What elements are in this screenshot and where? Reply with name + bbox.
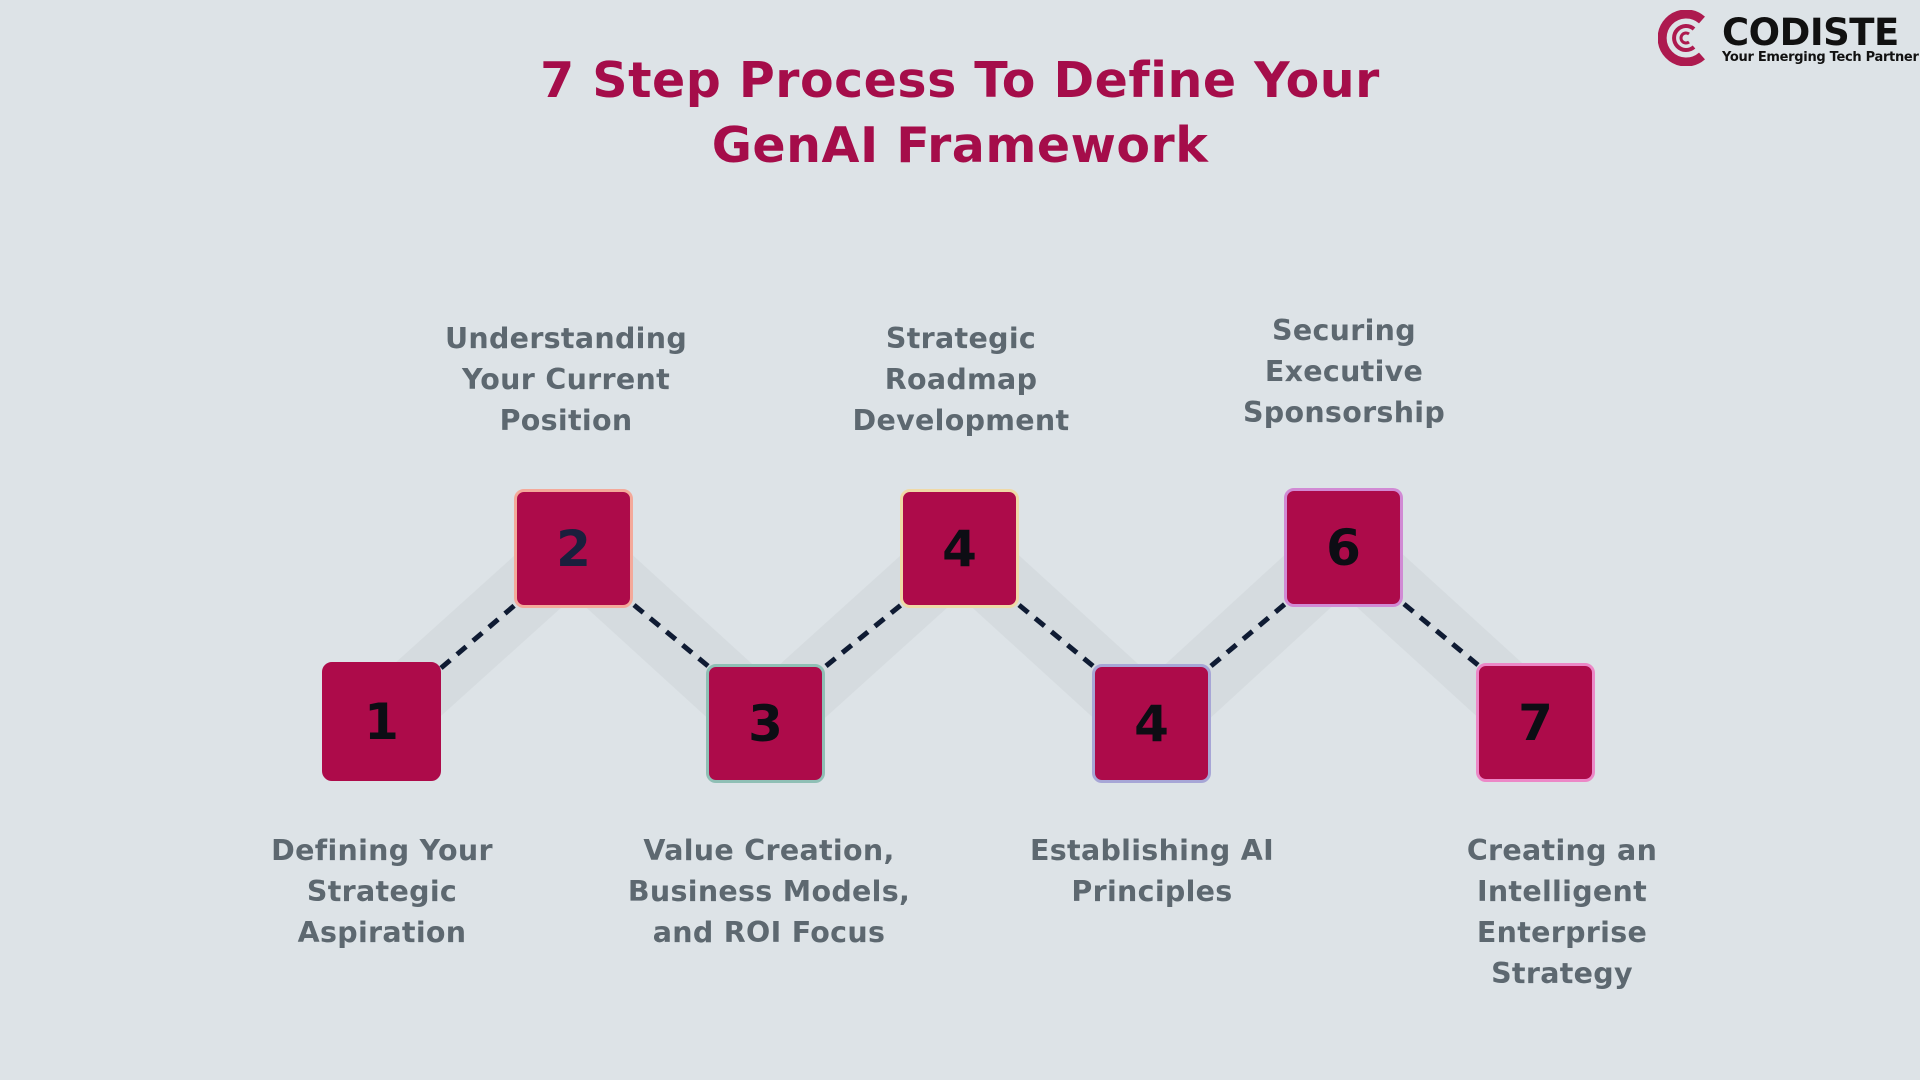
label-line: Value Creation, — [643, 834, 895, 867]
step-box-2: 2 — [514, 489, 633, 608]
step-label-3: Value Creation, Business Models, and ROI… — [609, 830, 929, 953]
step-label-4: Strategic Roadmap Development — [801, 318, 1121, 441]
page-title: 7 Step Process To Define Your GenAI Fram… — [0, 48, 1920, 178]
label-line: Establishing AI — [1029, 834, 1275, 867]
step-label-2: Understanding Your Current Position — [406, 318, 726, 441]
logo-name: CODISTE — [1722, 11, 1899, 54]
step-box-5: 4 — [1092, 664, 1211, 783]
label-line: Roadmap — [884, 363, 1038, 396]
label-line: Aspiration — [297, 916, 467, 949]
label-line: Sponsorship — [1242, 396, 1446, 429]
step-box-1: 1 — [322, 662, 441, 781]
step-number: 1 — [364, 692, 399, 751]
step-label-5: Establishing AI Principles — [992, 830, 1312, 912]
step-box-6: 6 — [1284, 488, 1403, 607]
label-line: Intelligent — [1476, 875, 1648, 908]
step-number: 2 — [556, 519, 591, 578]
label-line: Securing — [1272, 314, 1416, 347]
step-box-4: 4 — [900, 489, 1019, 608]
dashed-connectors — [439, 602, 1480, 670]
label-line: Defining Your — [271, 834, 493, 867]
label-line: Principles — [1071, 875, 1233, 908]
label-line: Position — [499, 404, 633, 437]
label-line: Enterprise Strategy — [1476, 916, 1648, 990]
step-number: 7 — [1518, 693, 1553, 752]
step-number: 3 — [748, 694, 783, 753]
title-line-2: GenAI Framework — [711, 117, 1209, 174]
logo-tagline: Your Emerging Tech Partner — [1722, 50, 1919, 65]
step-number: 4 — [1134, 694, 1169, 753]
title-line-1: 7 Step Process To Define Your — [540, 52, 1380, 109]
codiste-logo: CODISTE Your Emerging Tech Partner — [1658, 10, 1919, 66]
codiste-c-logo-icon — [1658, 10, 1705, 66]
step-number: 4 — [942, 519, 977, 578]
label-line: Executive — [1264, 355, 1424, 388]
label-line: Creating an — [1466, 834, 1658, 867]
step-label-6: Securing Executive Sponsorship — [1184, 310, 1504, 433]
label-line: Strategic — [306, 875, 458, 908]
step-box-3: 3 — [706, 664, 825, 783]
label-line: Your Current — [461, 363, 671, 396]
label-line: and ROI Focus — [652, 916, 886, 949]
step-box-7: 7 — [1476, 663, 1595, 782]
step-label-1: Defining Your Strategic Aspiration — [222, 830, 542, 953]
label-line: Strategic — [885, 322, 1037, 355]
step-label-7: Creating an Intelligent Enterprise Strat… — [1402, 830, 1722, 994]
label-line: Development — [852, 404, 1070, 437]
label-line: Understanding — [444, 322, 688, 355]
label-line: Business Models, — [627, 875, 911, 908]
step-number: 6 — [1326, 518, 1361, 577]
